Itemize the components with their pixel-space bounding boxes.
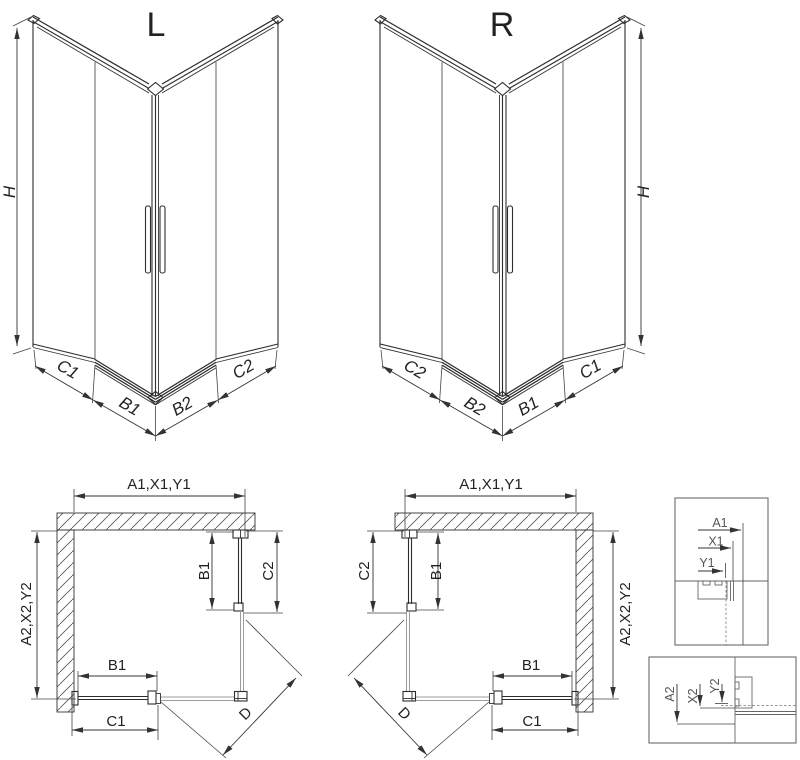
plan-right-top-wall [394, 512, 594, 531]
plan-left-diag-dim: D [236, 704, 256, 724]
plan-left-b1-side: B1 [196, 562, 213, 580]
iso-enclosure-geometry [12, 14, 284, 441]
iso-left-dim-b2: B2 [168, 393, 196, 420]
plan-right-b1-side: B1 [428, 562, 445, 580]
plan-left-c2-side: C2 [260, 561, 277, 580]
detail-top-a1-label: A1 [712, 516, 727, 530]
iso-right-height-label: H [634, 185, 653, 198]
iso-right-dim-b2: B2 [461, 393, 489, 420]
door-handle-icon [144, 205, 152, 274]
plan-right-side-wall [575, 529, 594, 713]
plan-right-b1-bottom: B1 [522, 657, 540, 674]
detail-bottom-y2-label: Y2 [708, 678, 722, 693]
plan-right-c2-side: C2 [356, 561, 373, 580]
plan-right-side-dim: A2,X2,Y2 [617, 582, 634, 645]
plan-right-top-dim: A1,X1,Y1 [459, 476, 522, 493]
iso-left-height-label: H [0, 185, 19, 198]
door-handle-icon [159, 205, 166, 274]
detail-section-bottom [648, 656, 797, 744]
plan-left-top-wall [56, 512, 256, 531]
iso-right-dim-c1: C1 [576, 356, 604, 383]
iso-left-dim-c1: C1 [54, 356, 82, 383]
plan-right-diag-dim: D [394, 704, 414, 724]
detail-section-top [674, 497, 769, 646]
plan-left-side-dim: A2,X2,Y2 [18, 582, 35, 645]
plan-left-top-dim: A1,X1,Y1 [127, 476, 190, 493]
detail-top-y1-label: Y1 [699, 556, 714, 570]
detail-bottom-x2-label: X2 [686, 688, 700, 703]
detail-top-x1-label: X1 [708, 535, 723, 549]
plan-right-c1-bottom: C1 [522, 713, 541, 730]
plan-left-side-wall [56, 529, 75, 713]
detail-bottom-a2-label: A2 [663, 686, 677, 701]
plan-left-b1-bottom: B1 [108, 657, 126, 674]
iso-left-title: L [147, 6, 166, 44]
plan-view-geometry [31, 489, 303, 759]
iso-right-title: R [490, 6, 515, 44]
plan-left-c1-bottom: C1 [106, 713, 125, 730]
